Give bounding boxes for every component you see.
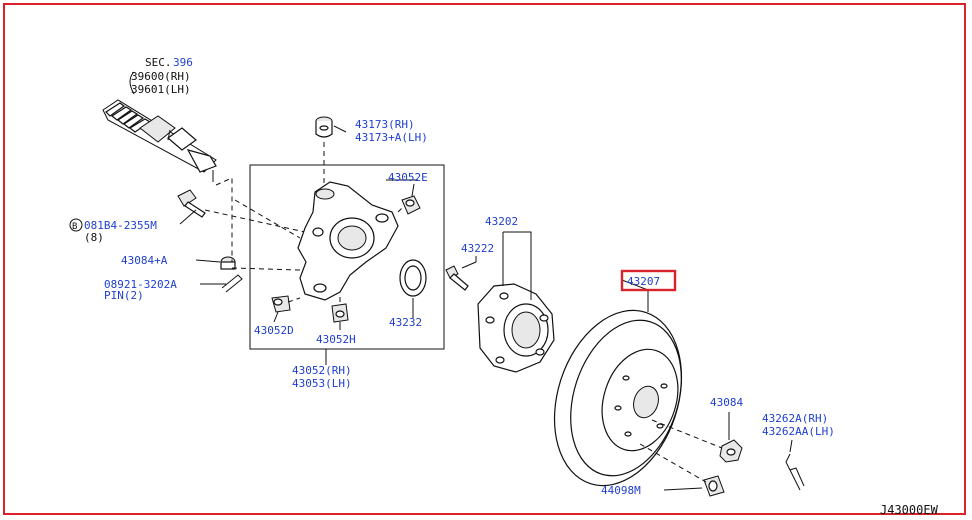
seal-43232[interactable] <box>399 259 427 297</box>
cotter-pin-43262[interactable] <box>785 453 805 491</box>
part-44098m[interactable] <box>703 475 725 497</box>
nut-43084[interactable] <box>719 439 743 463</box>
label-43202[interactable]: 43202 <box>485 215 518 228</box>
label-43222[interactable]: 43222 <box>461 242 494 255</box>
label-43262aa[interactable]: 43262AA(LH) <box>762 425 835 438</box>
label-43262a[interactable]: 43262A(RH) <box>762 412 828 425</box>
label-43052d[interactable]: 43052D <box>254 324 294 337</box>
bushing-43173[interactable] <box>315 116 333 138</box>
bolt-mark: B <box>72 222 77 232</box>
label-sec: 396 <box>173 56 193 69</box>
label-43053[interactable]: 43053(LH) <box>292 377 352 390</box>
label-43052e[interactable]: 43052E <box>388 171 428 184</box>
label-081b4-qty: (8) <box>84 231 104 244</box>
label-43084[interactable]: 43084 <box>710 396 743 409</box>
label-43173[interactable]: 43173(RH) <box>355 118 415 131</box>
pin-08921[interactable] <box>221 274 243 293</box>
knuckle-group-box <box>249 164 445 350</box>
drive-shaft[interactable] <box>102 99 217 173</box>
bushing-43052h[interactable] <box>331 303 349 323</box>
label-39600: 39600(RH) <box>131 70 191 83</box>
label-43232[interactable]: 43232 <box>389 316 422 329</box>
bolt-081b4[interactable] <box>177 189 206 218</box>
label-43207[interactable]: 43207 <box>627 275 660 288</box>
brake-disc-43207[interactable] <box>533 294 703 502</box>
label-43052h[interactable]: 43052H <box>316 333 356 346</box>
selection-frame <box>3 3 966 515</box>
bolt-mark-circle <box>69 218 83 232</box>
label-08921[interactable]: 08921-3202A <box>104 278 177 291</box>
knuckle[interactable] <box>297 181 399 301</box>
label-081b4[interactable]: 081B4-2355M <box>84 219 157 232</box>
bushing-43052e[interactable] <box>401 195 421 215</box>
hub-bolt-43222[interactable] <box>445 265 469 291</box>
label-44098m[interactable]: 44098M <box>601 484 641 497</box>
diagram-code: J43000EW <box>880 503 939 517</box>
label-pin: PIN(2) <box>104 289 144 302</box>
label-39601: 39601(LH) <box>131 83 191 96</box>
label-sec-prefix: SEC. <box>145 56 172 69</box>
bushing-43052d[interactable] <box>271 295 291 313</box>
label-43173a[interactable]: 43173+A(LH) <box>355 131 428 144</box>
label-43052[interactable]: 43052(RH) <box>292 364 352 377</box>
hub-bearing-43202[interactable] <box>477 283 555 373</box>
highlight-43207-box <box>620 269 677 292</box>
nut-43084a[interactable] <box>220 256 236 270</box>
label-43084a[interactable]: 43084+A <box>121 254 168 267</box>
